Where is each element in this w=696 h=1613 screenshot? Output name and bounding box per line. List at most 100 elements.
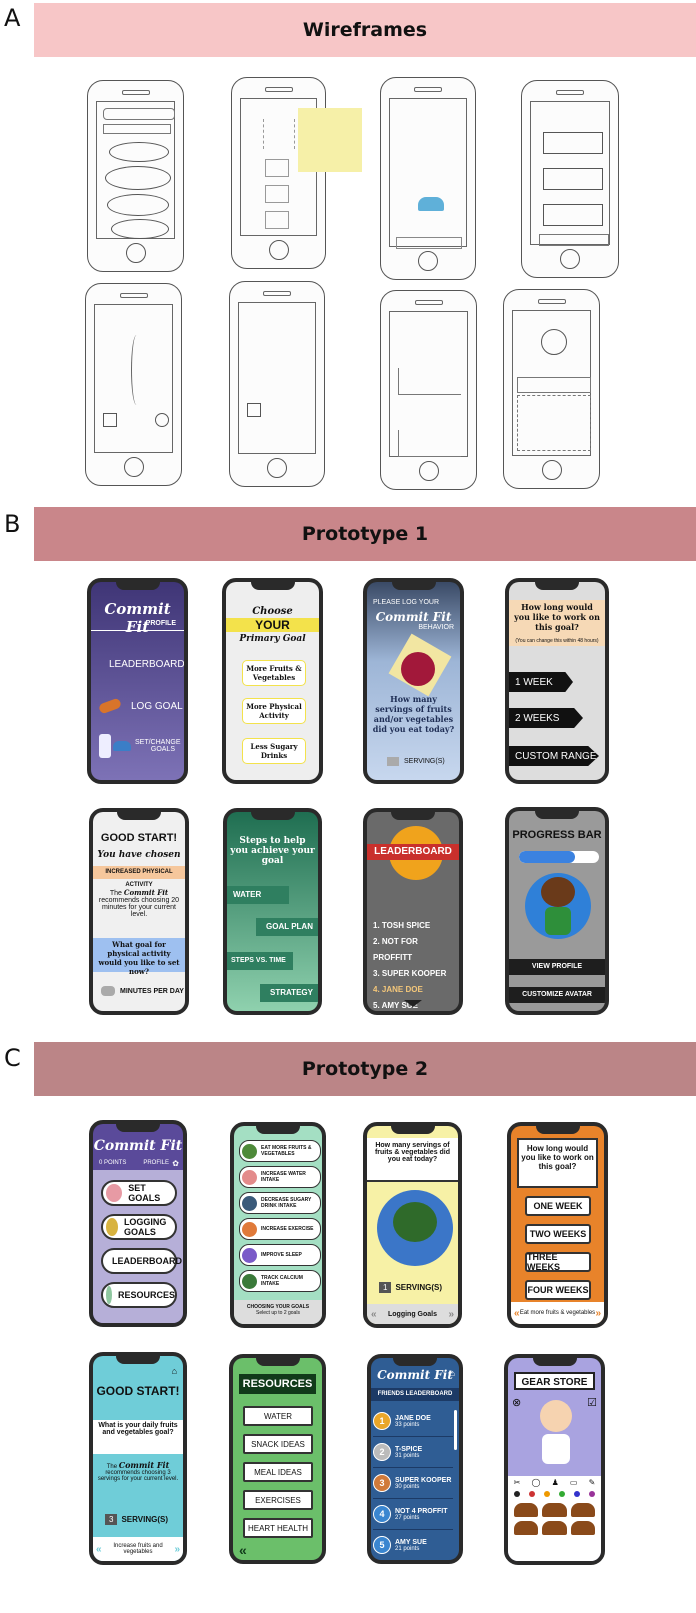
p1-step-item[interactable]: STRATEGY	[260, 984, 318, 1002]
p1-option-custom-range[interactable]: CUSTOM RANGE	[509, 746, 599, 766]
p2-good-start-title: GOOD START!	[96, 1384, 180, 1398]
gear-category-row[interactable]: ✂◯♟▭✎	[513, 1478, 596, 1487]
p2-goal-option[interactable]: DECREASE SUGARY DRINK INTAKE	[239, 1192, 321, 1214]
close-icon[interactable]: ⊗	[512, 1397, 522, 1409]
avatar	[540, 1400, 572, 1432]
p2-goal-option[interactable]: INCREASE EXERCISE	[239, 1218, 321, 1240]
wireframe-how-active	[229, 281, 325, 487]
scroll-down-icon[interactable]	[404, 1000, 422, 1007]
color-swatches[interactable]	[508, 1487, 601, 1501]
p2-goals-phone: EAT MORE FRUITS & VEGETABLES INCREASE WA…	[230, 1122, 326, 1328]
wireframe-dashboard	[87, 80, 184, 272]
forward-icon[interactable]: »	[448, 1308, 454, 1320]
logging-goals-button[interactable]: LOGGING GOALS	[101, 1214, 177, 1240]
p1-option-two-weeks[interactable]: 2 WEEKS	[509, 708, 583, 728]
servings-input[interactable]	[387, 757, 399, 766]
home-icon[interactable]: ⌂	[449, 1368, 455, 1378]
hair-options[interactable]	[508, 1501, 601, 1537]
p2-option-two-weeks[interactable]: TWO WEEKS	[525, 1224, 591, 1244]
broccoli-icon	[106, 1218, 118, 1236]
p2-option-one-week[interactable]: ONE WEEK	[525, 1196, 591, 1216]
customize-avatar-button[interactable]: CUSTOMIZE AVATAR	[509, 987, 605, 1003]
p1-step-item[interactable]: GOAL PLAN	[256, 918, 318, 936]
p1-option-one-week[interactable]: 1 WEEK	[509, 672, 573, 692]
friend-points: 31 points	[395, 1452, 420, 1459]
p1-goal-option[interactable]: Less Sugary Drinks	[242, 738, 306, 764]
sticky-note	[298, 108, 362, 172]
view-profile-button[interactable]: VIEW PROFILE	[509, 959, 605, 975]
book-icon	[106, 1286, 112, 1304]
p2-resource-item[interactable]: HEART HEALTH	[243, 1518, 313, 1538]
forward-icon[interactable]: »	[595, 1307, 601, 1319]
p1-goal-option[interactable]: More Fruits & Vegetables	[242, 660, 306, 686]
p1-good-start-phone: GOOD START! You have chosen INCREASED PH…	[89, 808, 189, 1015]
water-bottle-icon	[99, 734, 111, 758]
p2-resource-item[interactable]: SNACK IDEAS	[243, 1434, 313, 1454]
p1-step-item[interactable]: STEPS VS. TIME	[227, 952, 293, 970]
servings-count[interactable]: 1	[379, 1282, 392, 1293]
p1-good-start-title: GOOD START!	[100, 832, 178, 844]
gear-icon[interactable]: ✿	[172, 1159, 179, 1168]
p1-step-item[interactable]: WATER	[227, 886, 289, 904]
section-letter-a: A	[4, 4, 21, 32]
p1-leaderboard-phone: LEADERBOARD 1. TOSH SPICE 2. NOT FOR PRO…	[363, 808, 463, 1015]
wireframes-banner: Wireframes	[34, 3, 696, 57]
progress-bar-fill	[519, 851, 575, 863]
p2-goal-option[interactable]: IMPROVE SLEEP	[239, 1244, 321, 1266]
p2-logging-phone: How many servings of fruits & vegetables…	[363, 1122, 462, 1328]
back-icon[interactable]: «	[371, 1308, 377, 1320]
p1-brand: Commit Fit	[104, 600, 171, 636]
servings-count[interactable]: 3	[105, 1514, 118, 1525]
p2-option-three-weeks[interactable]: THREE WEEKS	[525, 1252, 591, 1272]
p2-resource-item[interactable]: MEAL IDEAS	[243, 1462, 313, 1482]
p2-goal-option[interactable]: INCREASE WATER INTAKE	[239, 1166, 321, 1188]
p1-goal-option[interactable]: More Physical Activity	[242, 698, 306, 724]
p2-option-four-weeks[interactable]: FOUR WEEKS	[525, 1280, 591, 1300]
prototype1-banner: Prototype 1	[34, 507, 696, 561]
section-letter-b: B	[4, 510, 21, 538]
p1-set-goals-item[interactable]: SET/CHANGE GOALS	[91, 728, 184, 764]
p1-log-behavior-phone: PLEASE LOG YOUR Commit Fit BEHAVIOR How …	[363, 578, 464, 784]
wireframe-gear-store	[503, 289, 600, 489]
p2-goal-option[interactable]: TRACK CALCIUM INTAKE	[239, 1270, 321, 1292]
p1-choose-goal-phone: Choose YOUR Primary Goal More Fruits & V…	[222, 578, 323, 784]
friend-name: JANE DOE	[395, 1414, 431, 1422]
p1-leaderboard-row: 2. NOT FOR PROFFITT	[373, 937, 418, 962]
p1-leaderboard-item[interactable]: LEADERBOARD	[109, 658, 184, 670]
resources-button[interactable]: RESOURCES	[101, 1282, 177, 1308]
back-icon[interactable]: «	[514, 1307, 520, 1319]
p2-resources-phone: RESOURCES WATER SNACK IDEAS MEAL IDEAS E…	[229, 1354, 326, 1564]
rank-badge: 2	[373, 1443, 391, 1461]
avatar	[541, 877, 575, 907]
p1-log-goal-item[interactable]: LOG GOAL	[91, 692, 184, 720]
set-goals-button[interactable]: SET GOALS	[101, 1180, 177, 1206]
rank-badge: 4	[373, 1505, 391, 1523]
check-icon[interactable]: ☑	[587, 1397, 597, 1409]
p2-resource-item[interactable]: EXERCISES	[243, 1490, 313, 1510]
friend-name: SUPER KOOPER	[395, 1476, 452, 1484]
friend-points: 21 points	[395, 1545, 420, 1552]
minutes-input[interactable]	[101, 986, 115, 996]
rank-badge: 1	[373, 1412, 391, 1430]
section-letter-c: C	[4, 1044, 21, 1072]
p2-profile-link[interactable]: PROFILE	[143, 1160, 169, 1166]
friend-points: 30 points	[395, 1483, 420, 1490]
p2-resource-item[interactable]: WATER	[243, 1406, 313, 1426]
p1-profile-link[interactable]: PROFILE	[145, 620, 176, 627]
leaderboard-button[interactable]: LEADERBOARD	[101, 1248, 182, 1274]
p1-dashboard-phone: Commit Fit PROFILE LEADERBOARD LOG GOAL …	[87, 578, 188, 784]
p2-goal-option[interactable]: EAT MORE FRUITS & VEGETABLES	[239, 1140, 321, 1162]
scrollbar[interactable]	[454, 1410, 457, 1450]
home-icon[interactable]: ⌂	[171, 1366, 177, 1376]
forward-icon[interactable]: »	[174, 1543, 180, 1555]
back-icon[interactable]: «	[96, 1543, 102, 1555]
p1-leaderboard-row: 1. TOSH SPICE	[373, 921, 431, 930]
back-icon[interactable]: «	[239, 1542, 247, 1558]
